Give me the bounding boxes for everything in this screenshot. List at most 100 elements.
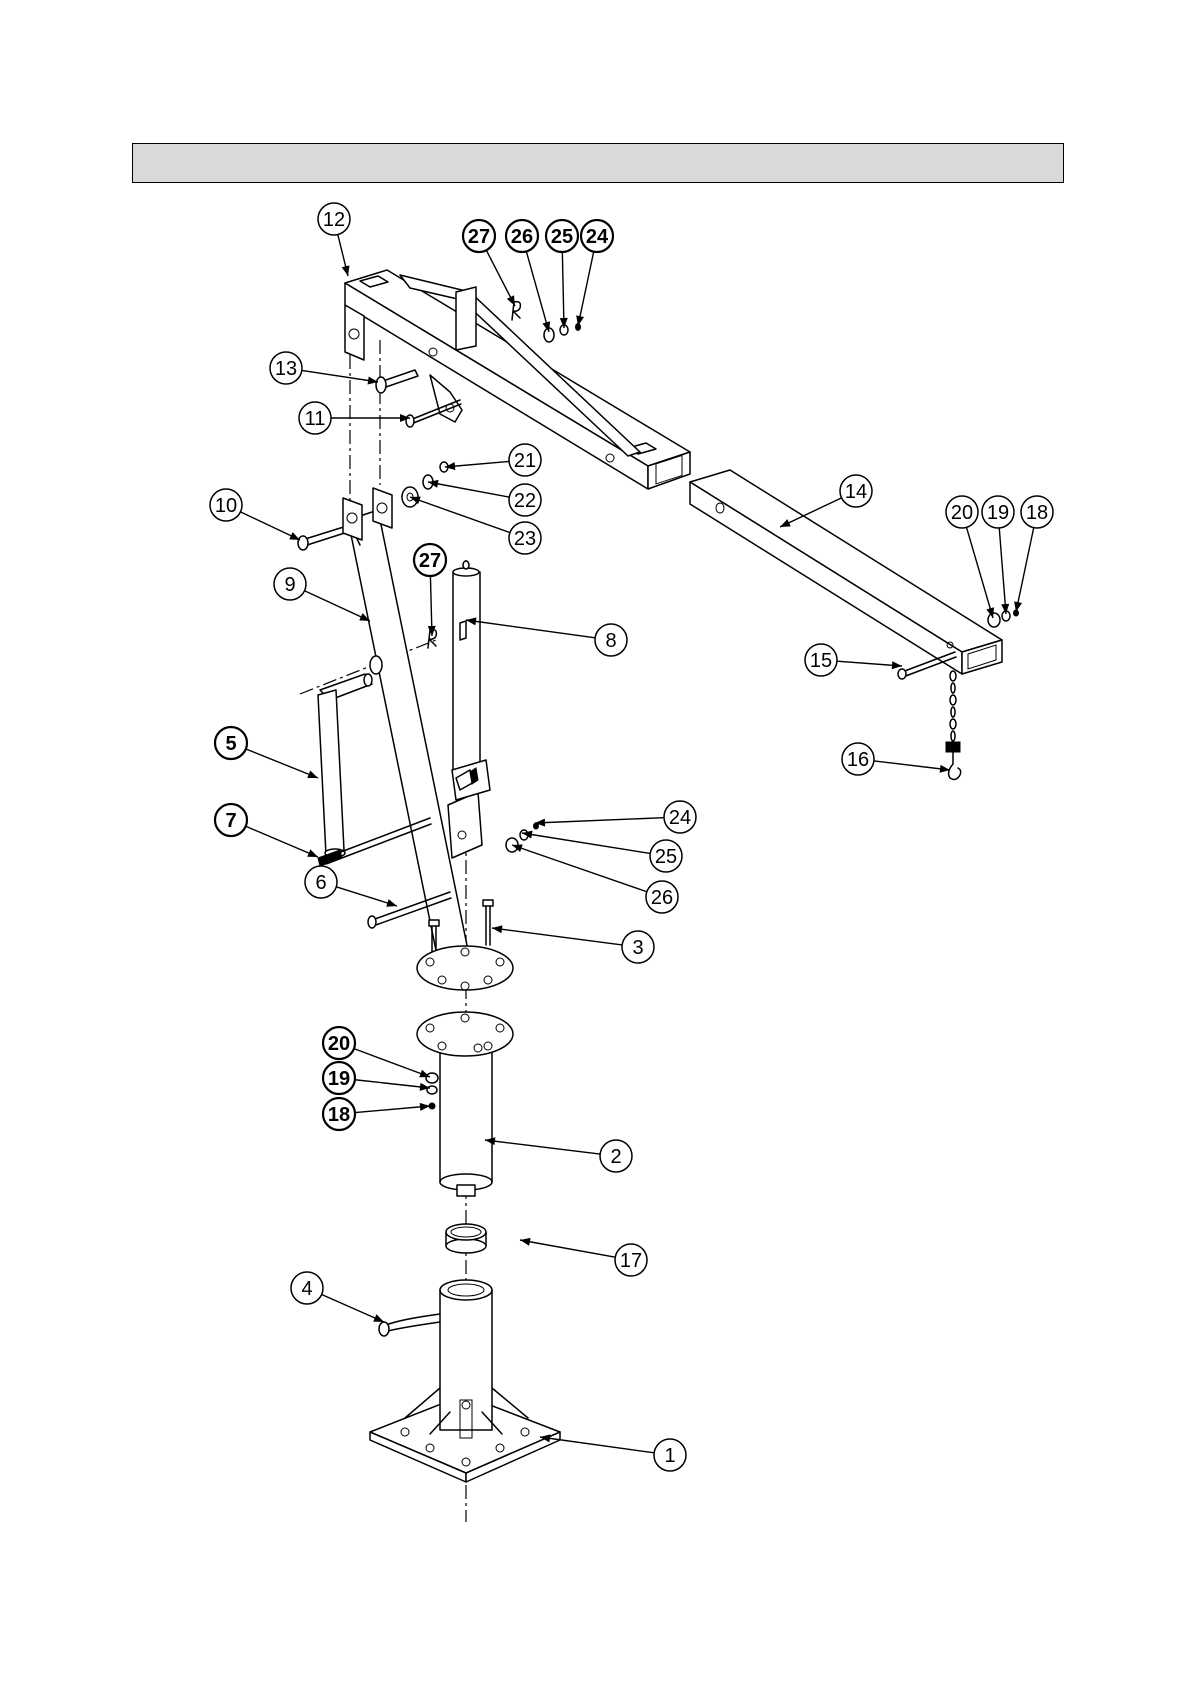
parts-18-20-lower-washers — [426, 1073, 438, 1109]
balloon-label: 10 — [215, 495, 237, 517]
leader-line — [562, 252, 564, 328]
callout-c6: 6 — [305, 866, 397, 907]
balloon-label: 19 — [328, 1068, 350, 1090]
leader-line — [535, 818, 664, 823]
callout-c24a: 24 — [576, 220, 613, 326]
upper-flange — [417, 946, 513, 990]
part-1-base — [370, 1280, 560, 1482]
balloon-label: 13 — [275, 358, 297, 380]
callout-c22: 22 — [428, 480, 541, 516]
balloon-label: 25 — [551, 226, 573, 248]
callout-c16: 16 — [842, 743, 950, 775]
balloon-label: 7 — [225, 810, 236, 832]
leader-line — [302, 370, 378, 382]
balloon-label: 16 — [847, 749, 869, 771]
balloon-label: 25 — [655, 846, 677, 868]
callout-c27b: 27 — [414, 544, 446, 636]
leader-line — [1016, 528, 1034, 612]
leader-line — [999, 528, 1006, 614]
balloon-label: 20 — [328, 1033, 350, 1055]
leader-arrowhead — [289, 532, 300, 540]
balloon-label: 14 — [845, 481, 867, 503]
leader-arrowhead — [307, 849, 318, 857]
leader-arrowhead — [492, 925, 502, 933]
leader-line — [354, 1049, 430, 1077]
leader-arrowhead — [373, 1314, 384, 1322]
callout-c4: 4 — [291, 1272, 384, 1322]
balloon-label: 24 — [669, 807, 691, 829]
part-17-bushing — [446, 1224, 486, 1253]
balloon-label: 27 — [419, 550, 441, 572]
callout-c17: 17 — [520, 1238, 647, 1276]
part-13-pin — [376, 370, 418, 393]
balloon-label: 26 — [511, 226, 533, 248]
part-16-chain-hook — [946, 671, 961, 779]
leader-arrowhead — [307, 771, 318, 778]
callout-c8: 8 — [466, 617, 627, 656]
balloon-label: 23 — [514, 528, 536, 550]
balloon-label: 11 — [305, 408, 326, 430]
balloon-label: 24 — [586, 226, 609, 248]
callout-c5: 5 — [215, 727, 318, 778]
callout-c12: 12 — [318, 203, 350, 276]
leader-line — [428, 482, 509, 497]
callout-c25a: 25 — [546, 220, 578, 328]
callout-c21: 21 — [445, 444, 541, 476]
leader-line — [492, 928, 622, 945]
callout-c2: 2 — [485, 1137, 632, 1172]
balloon-label: 27 — [468, 226, 490, 248]
leader-line — [522, 833, 650, 853]
balloon-label: 15 — [810, 650, 832, 672]
part-8-cylinder — [452, 561, 490, 800]
callout-c7: 7 — [215, 804, 318, 857]
leader-line — [485, 1140, 600, 1154]
callout-c3: 3 — [492, 925, 654, 963]
leader-line — [305, 591, 370, 621]
balloon-label: 21 — [514, 450, 536, 472]
callout-c10: 10 — [210, 489, 300, 540]
callout-c1: 1 — [540, 1434, 686, 1471]
callout-c24b: 24 — [535, 801, 696, 833]
part-5-handle — [318, 656, 382, 857]
callout-c25b: 25 — [522, 831, 682, 872]
callout-c19b: 19 — [323, 1062, 430, 1094]
leader-line — [520, 1240, 615, 1257]
leader-line — [578, 252, 594, 326]
balloon-label: 1 — [664, 1445, 675, 1467]
leader-line — [355, 1106, 430, 1113]
leader-line — [512, 845, 647, 892]
parts-24-26-lower-washers — [506, 823, 539, 852]
callout-c9: 9 — [274, 568, 370, 621]
leader-line — [246, 749, 318, 778]
callout-c18a: 18 — [1014, 496, 1053, 612]
callout-c11: 11 — [299, 402, 410, 434]
balloon-label: 17 — [620, 1250, 642, 1272]
balloon-label: 20 — [951, 502, 973, 524]
balloon-label: 6 — [315, 872, 326, 894]
leader-line — [322, 1294, 384, 1322]
balloon-label: 3 — [632, 937, 643, 959]
balloon-label: 8 — [605, 630, 616, 652]
leader-line — [526, 251, 549, 332]
leader-arrowhead — [342, 265, 350, 276]
balloon-label: 22 — [514, 490, 536, 512]
leader-line — [874, 761, 950, 770]
leader-arrowhead — [520, 1238, 531, 1246]
leader-line — [466, 620, 595, 638]
balloon-label: 4 — [301, 1278, 312, 1300]
leader-arrowhead — [386, 899, 397, 907]
balloon-label: 2 — [610, 1146, 621, 1168]
balloon-label: 12 — [323, 209, 345, 231]
balloon-label: 19 — [987, 502, 1009, 524]
leader-line — [246, 826, 318, 857]
balloon-label: 18 — [1026, 502, 1048, 524]
balloon-label: 26 — [651, 887, 673, 909]
part-4-lock-handle — [379, 1314, 440, 1336]
callout-c18b: 18 — [323, 1098, 430, 1130]
leader-arrowhead — [507, 295, 515, 306]
balloon-label: 5 — [225, 733, 236, 755]
leader-line — [966, 527, 993, 618]
leader-line — [355, 1080, 430, 1088]
leader-arrowhead — [892, 661, 902, 669]
